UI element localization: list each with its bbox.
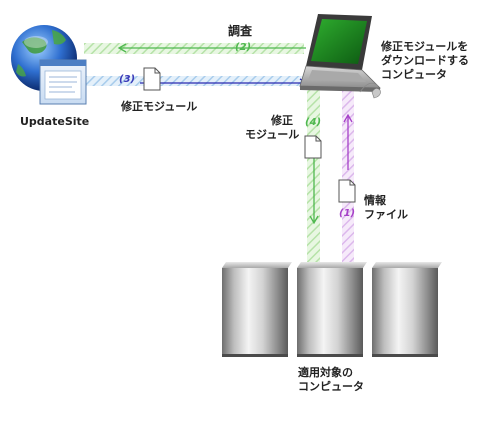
info-file-document-icon (338, 179, 356, 203)
download-computer-label-line2: ダウンロードする (381, 54, 469, 67)
target-server-1-icon (222, 262, 292, 357)
target-computer-label-line1: 適用対象の (298, 366, 353, 379)
download-computer-label-line1: 修正モジュールを (381, 40, 469, 53)
download-computer-icon (299, 14, 381, 99)
info-file-label-line1: 情報 (364, 194, 386, 207)
fix-module-deploy-document-icon (304, 135, 322, 159)
fix-module-document-icon (143, 67, 161, 91)
step-4-label: (4) (305, 117, 322, 128)
update-site-label: UpdateSite (20, 115, 90, 128)
fix-module-deploy-label-line1: 修正 (271, 114, 293, 127)
download-computer-label-line3: コンピュータ (381, 68, 447, 81)
step-3-label: (3) (119, 74, 136, 85)
channel-info-file (342, 90, 354, 266)
arrowhead-fix-deploy (309, 215, 319, 225)
info-file-label-line2: ファイル (364, 208, 408, 221)
target-computer-label-line2: コンピュータ (298, 380, 364, 393)
target-server-2-icon (297, 262, 367, 357)
step-2-label: (2) (235, 42, 252, 53)
survey-label: 調査 (228, 24, 253, 38)
channel-fix-download (84, 76, 306, 86)
arrowhead-info-file (343, 113, 353, 123)
update-site-icon (11, 25, 87, 105)
fix-module-deploy-label-line2: モジュール (245, 128, 300, 141)
target-server-3-icon (372, 262, 442, 357)
fix-module-label: 修正モジュール (121, 100, 198, 113)
arrowhead-survey (117, 43, 127, 53)
step-1-label: (1) (339, 208, 356, 219)
